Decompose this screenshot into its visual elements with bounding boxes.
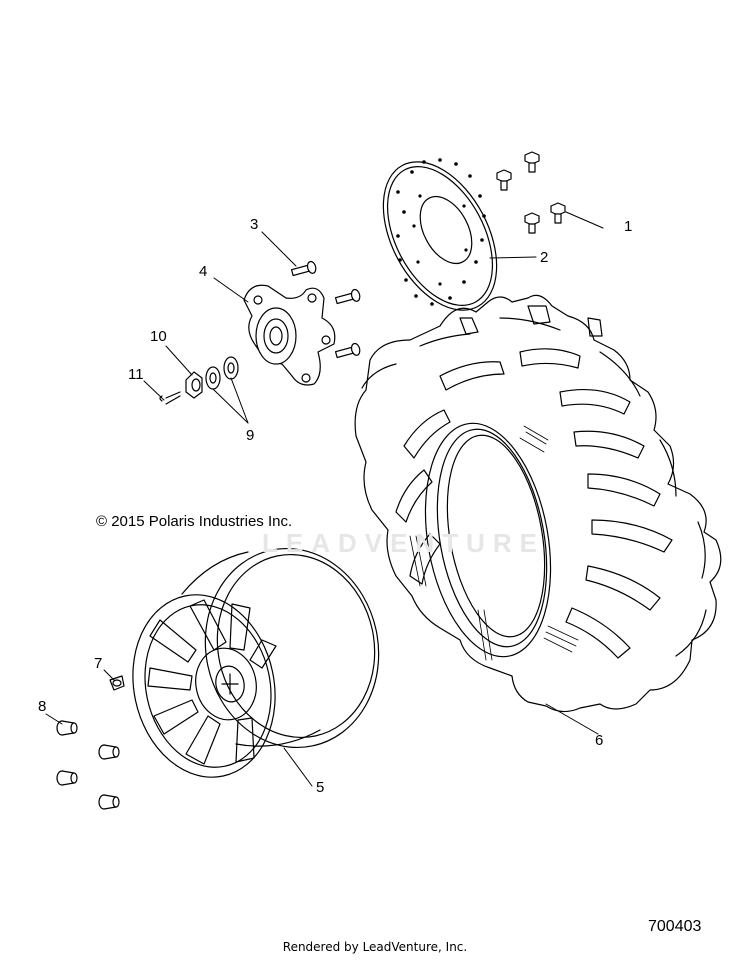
wheel-hub: [243, 284, 336, 386]
callout-5: 5: [316, 779, 325, 796]
callout-10: 10: [150, 328, 167, 345]
document-number: 700403: [648, 918, 702, 935]
copyright-notice: © 2015 Polaris Industries Inc.: [96, 513, 293, 530]
leader-lines: [45, 211, 604, 787]
castle-nut: [185, 371, 203, 399]
wheel-rim: [132, 547, 380, 778]
callout-1: 1: [624, 218, 633, 235]
watermark: LEADVENTURE: [262, 528, 546, 558]
cotter-pin: [159, 391, 181, 405]
rendered-by-footer: Rendered by LeadVenture, Inc.: [282, 940, 468, 954]
tire: [354, 294, 722, 713]
hub-studs: [290, 260, 361, 359]
brake-rotor: [382, 158, 498, 311]
callout-2: 2: [540, 249, 549, 266]
callout-8: 8: [38, 698, 47, 715]
callout-7: 7: [94, 655, 103, 672]
callout-9: 9: [246, 427, 255, 444]
callout-11: 11: [128, 366, 144, 383]
lug-nuts: [56, 720, 120, 810]
callout-3: 3: [250, 216, 259, 233]
rotor-bolts: [496, 151, 566, 234]
callout-4: 4: [199, 263, 208, 280]
callout-6: 6: [595, 732, 604, 749]
